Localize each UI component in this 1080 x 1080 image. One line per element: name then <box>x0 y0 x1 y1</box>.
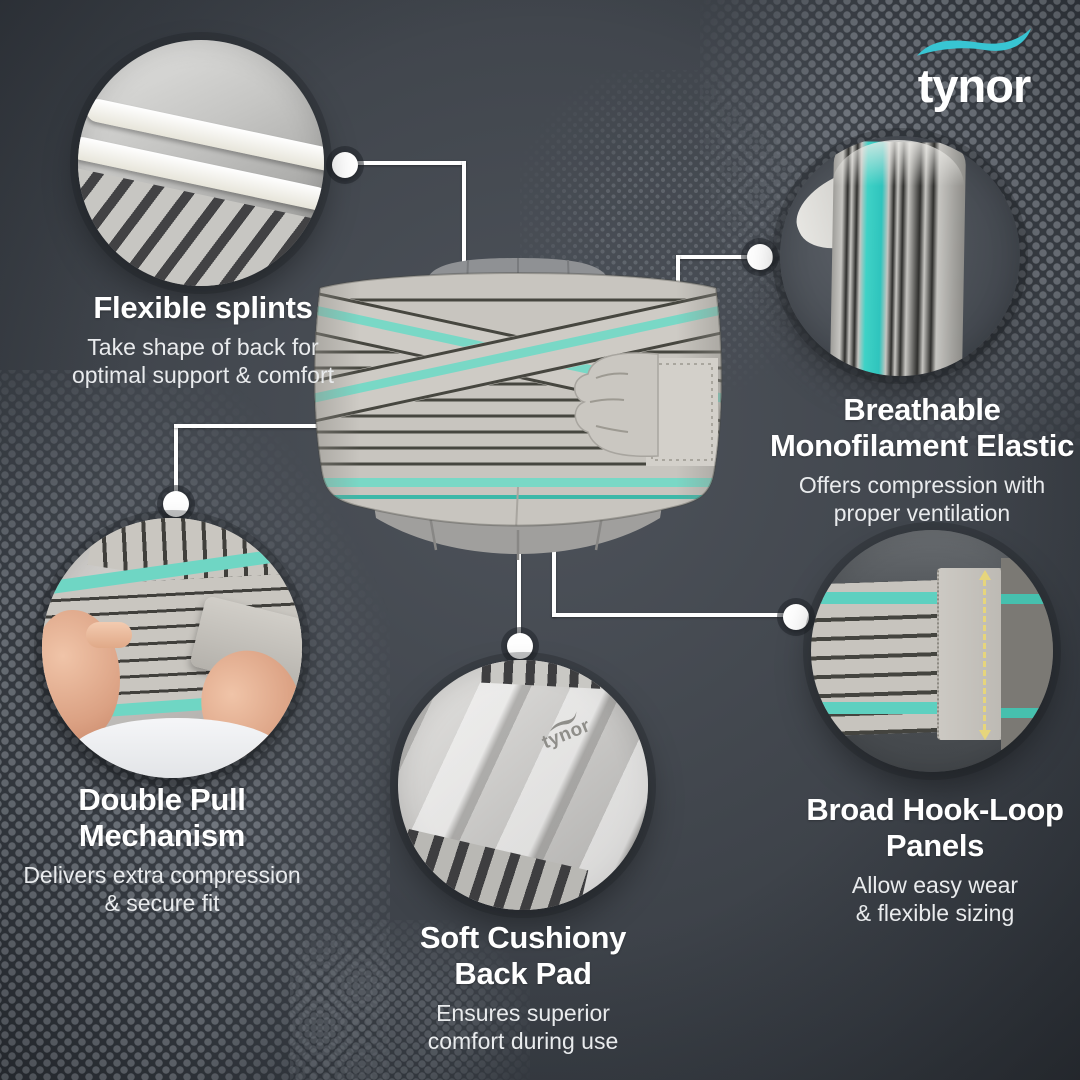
brand-name: tynor <box>917 59 1032 112</box>
thumb <box>86 622 132 648</box>
feature-title: Breathable Monofilament Elastic <box>769 392 1075 463</box>
callout-dot-breathable <box>747 244 773 270</box>
callout-line-flexible-splints <box>462 161 466 279</box>
feature-title: Flexible splints <box>93 290 313 325</box>
callout-line-soft-pad <box>517 548 521 638</box>
feature-photo-hook-loop <box>811 530 1053 772</box>
feature-title: Soft Cushiony Back Pad <box>419 920 627 991</box>
feature-title: Double Pull Mechanism <box>78 782 246 853</box>
callout-dot-double-pull <box>163 491 189 517</box>
callout-line-hook-loop <box>552 613 784 617</box>
teal-stripe <box>1001 594 1053 604</box>
callout-dot-flexible-splints <box>332 152 358 178</box>
callout-line-hook-loop <box>552 548 556 617</box>
feature-description: Take shape of back for optimal support &… <box>71 333 335 389</box>
feature-description: Ensures superior comfort during use <box>427 999 619 1055</box>
pad-brand-mark: tynor <box>536 710 593 753</box>
feature-photo-breathable-elastic <box>780 136 1020 376</box>
callout-line-double-pull <box>174 426 178 494</box>
callout-line-flexible-splints <box>352 161 466 165</box>
feature-photo-back-pad: tynor <box>398 660 648 910</box>
belt-backing <box>1001 558 1053 750</box>
feature-photo-double-pull <box>42 518 302 778</box>
hook-loop-panel <box>937 568 1003 740</box>
height-arrow-icon <box>979 570 991 740</box>
brand-swoosh-icon <box>916 28 1032 56</box>
feature-description: Delivers extra compression & secure fit <box>23 861 301 917</box>
teal-stripe <box>1001 708 1053 718</box>
feature-soft-pad-text: Soft Cushiony Back Pad Ensures superior … <box>363 920 683 1056</box>
feature-hook-loop-text: Broad Hook-Loop Panels Allow easy wear &… <box>775 792 1080 928</box>
brand-logo: tynor <box>884 26 1064 109</box>
feature-description: Offers compression with proper ventilati… <box>798 471 1046 527</box>
teal-stripe <box>811 592 951 604</box>
callout-line-breathable <box>676 255 680 291</box>
feature-flexible-splints-text: Flexible splints Take shape of back for … <box>38 290 368 390</box>
feature-photo-flexible-splints <box>78 40 324 286</box>
callout-dot-soft-pad <box>507 633 533 659</box>
pad-swoosh-icon <box>550 711 577 732</box>
callout-dot-hook-loop <box>783 604 809 630</box>
feature-breathable-text: Breathable Monofilament Elastic Offers c… <box>732 392 1080 528</box>
feature-double-pull-text: Double Pull Mechanism Delivers extra com… <box>2 782 322 918</box>
product-image <box>313 258 723 560</box>
feature-description: Allow easy wear & flexible sizing <box>851 871 1019 927</box>
feature-title: Broad Hook-Loop Panels <box>806 792 1064 863</box>
teal-stripe <box>811 702 951 714</box>
